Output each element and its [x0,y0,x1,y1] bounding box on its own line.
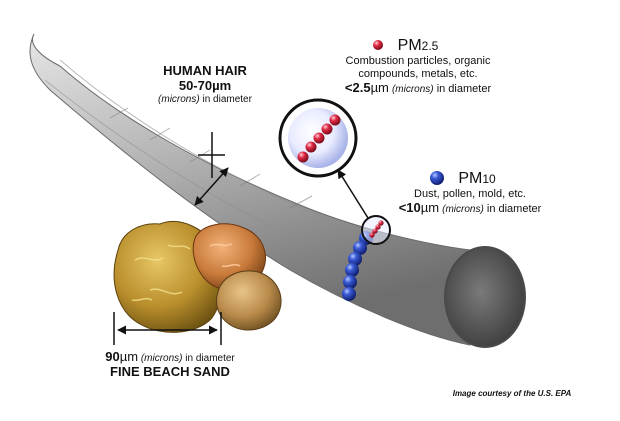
pm10-size: <10µm (microns) in diameter [398,200,542,216]
pm10-legend-dot [430,171,444,185]
pm25-legend-dot [373,40,383,50]
pm25-description-line-1: Combustion particles, organic [345,55,491,68]
hair-diameter-arrow [194,167,229,206]
image-credit: Image courtesy of the U.S. EPA [452,389,572,398]
pm10-title: PM10 [458,170,496,187]
human-hair-title: HUMAN HAIR [163,63,247,78]
beach-sand-size: 90µm (microns) in diameter [105,349,235,364]
pm25-title: PM2.5 [397,37,439,54]
pm25-label: PM2.5 Combustion particles, organic comp… [318,37,518,96]
pm25-description-line-2: compounds, metals, etc. [358,68,478,81]
pm25-zoom-particles [297,114,341,163]
beach-sand-label: 90µm (microns) in diameter FINE BEACH SA… [70,349,270,380]
hair-cross-section [444,246,526,348]
pm10-description: Dust, pollen, mold, etc. [414,188,526,201]
pm25-particle-cluster [369,220,384,238]
sand-grain-tan [216,270,282,331]
human-hair-strand [29,33,471,346]
pm25-size: <2.5µm (microns) in diameter [344,79,492,95]
pm10-label: PM10 Dust, pollen, mold, etc. <10µm (mic… [380,170,560,216]
human-hair-size: 50-70µm [178,77,232,93]
zoom-connector-arrow [337,169,369,219]
human-hair-label: HUMAN HAIR 50-70µm (microns) in diameter [130,63,280,105]
human-hair-note: (microns) in diameter [158,93,252,105]
beach-sand-title: FINE BEACH SAND [110,363,230,379]
